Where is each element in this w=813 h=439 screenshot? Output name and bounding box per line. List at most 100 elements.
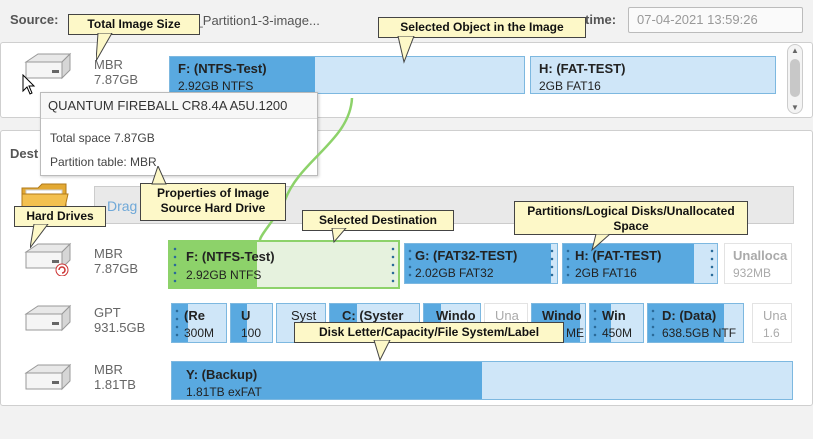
resize-handle-right[interactable] <box>391 245 395 284</box>
resize-handle-right[interactable] <box>710 247 714 280</box>
callout-partitions: Partitions/Logical Disks/Unallocated Spa… <box>514 201 748 235</box>
used-space-bar <box>231 304 248 342</box>
resize-handle-left[interactable] <box>408 247 412 280</box>
partition-info: 2.02GB FAT32 <box>415 266 494 280</box>
disk-type: GPT <box>94 305 121 320</box>
partition-info: 300M <box>184 326 215 340</box>
callout-pointer <box>331 228 347 244</box>
callout-disk-letter: Disk Letter/Capacity/File System/Label <box>294 322 564 343</box>
partition-info: ME <box>566 326 584 340</box>
tooltip-total-space: Total space 7.87GB <box>50 131 155 145</box>
gpt-partition-u[interactable]: U 100 <box>230 303 273 343</box>
callout-pointer <box>96 33 113 62</box>
used-space-bar <box>405 244 551 283</box>
partition-info: 932MB <box>733 266 772 280</box>
partition-name: C: (Syster <box>342 308 404 323</box>
callout-pointer <box>397 36 415 64</box>
partition-name: F: (NTFS-Test) <box>186 249 275 264</box>
scroll-down-icon[interactable]: ▼ <box>791 103 799 112</box>
partition-name: Windo <box>542 308 582 323</box>
used-space-bar <box>172 362 482 399</box>
partition-name: Win <box>602 308 626 323</box>
dest-partition-y[interactable]: Y: (Backup) 1.81TB exFAT <box>171 361 793 400</box>
dest-partition-g[interactable]: G: (FAT32-TEST) 2.02GB FAT32 <box>404 243 558 284</box>
dest-partition-f-selected[interactable]: F: (NTFS-Test) 2.92GB NTFS <box>168 240 400 289</box>
dest-disk-2-info: GPT 931.5GB <box>94 305 145 335</box>
callout-pointer <box>591 234 611 252</box>
source-disk-size: 7.87GB <box>94 72 139 87</box>
tooltip-partition-table: Partition table: MBR <box>50 155 157 169</box>
partition-info: 100 <box>241 326 262 340</box>
resize-handle-left[interactable] <box>566 247 570 280</box>
gpt-partition-win[interactable]: Win 450M <box>589 303 644 343</box>
used-space-bar <box>648 304 724 342</box>
disk-type: MBR <box>94 246 123 261</box>
dest-label: Dest <box>10 146 39 161</box>
source-label: Source: <box>10 12 59 27</box>
source-partition-h[interactable]: H: (FAT-TEST) 2GB FAT16 <box>530 56 776 94</box>
partition-info: 2GB FAT16 <box>575 266 637 280</box>
partition-info: 450M <box>602 326 633 340</box>
source-partition-f[interactable]: F: (NTFS-Test) 2.92GB NTFS <box>169 56 525 94</box>
callout-pointer <box>30 224 49 249</box>
gpt-partition-recovery[interactable]: (Re 300M <box>171 303 227 343</box>
dest-partition-h[interactable]: H: (FAT-TEST) 2GB FAT16 <box>562 243 718 284</box>
tooltip-header <box>41 93 317 119</box>
partition-info: 2.92GB NTFS <box>186 268 262 282</box>
hard-drive-icon[interactable] <box>20 52 74 86</box>
resize-handle-left[interactable] <box>173 245 177 284</box>
disk-size: 7.87GB <box>94 261 139 276</box>
callout-selected-object: Selected Object in the Image <box>378 17 586 38</box>
disk-size: 1.81TB <box>94 377 136 392</box>
partition-name: G: (FAT32-TEST) <box>415 248 518 263</box>
callout-hard-drives: Hard Drives <box>14 206 106 227</box>
callout-total-image-size: Total Image Size <box>68 14 200 35</box>
resize-handle-left[interactable] <box>175 307 179 339</box>
hard-drive-icon[interactable] <box>20 242 74 276</box>
scroll-up-icon[interactable]: ▲ <box>791 46 799 55</box>
disk-size: 931.5GB <box>94 320 146 335</box>
partition-info: 638.5GB NTF <box>662 326 737 340</box>
partition-name: U <box>241 308 251 323</box>
partition-info: 1.6 <box>763 326 780 340</box>
partition-info: 2.92GB NTFS <box>178 79 254 93</box>
partition-name: Una <box>495 308 519 323</box>
partition-name: F: (NTFS-Test) <box>178 61 267 76</box>
used-space-bar <box>170 242 257 287</box>
used-space-bar <box>170 57 316 93</box>
partition-info: 2GB FAT16 <box>539 79 601 93</box>
source-disk-type: MBR <box>94 57 123 72</box>
dest-unallocated-1[interactable]: Unalloca 932MB <box>724 243 792 284</box>
resize-handle-left[interactable] <box>651 307 655 339</box>
scrollbar-thumb[interactable] <box>790 59 800 97</box>
callout-properties: Properties of Image Source Hard Drive <box>140 183 286 221</box>
dest-disk-3-info: MBR 1.81TB <box>94 362 136 392</box>
resize-handle-right[interactable] <box>550 247 554 280</box>
tooltip-title: QUANTUM FIREBALL CR8.4A A5U.1200 <box>48 98 288 113</box>
backup-time-field[interactable]: 07-04-2021 13:59:26 <box>628 7 803 33</box>
disk-type: MBR <box>94 362 123 377</box>
partition-name: H: (FAT-TEST) <box>575 248 662 263</box>
partition-name: Unalloca <box>733 248 788 263</box>
partition-name: Una <box>763 308 787 323</box>
gpt-partition-d[interactable]: D: (Data) 638.5GB NTF <box>647 303 744 343</box>
partition-name: (Re <box>184 308 205 323</box>
drag-hint: Drag <box>107 198 138 214</box>
hard-drive-icon[interactable] <box>20 363 74 397</box>
callout-selected-destination: Selected Destination <box>302 210 454 231</box>
time-label: time: <box>585 12 617 27</box>
partition-name: Y: (Backup) <box>186 367 258 382</box>
used-space-bar <box>563 244 694 283</box>
mouse-cursor-icon <box>22 74 36 95</box>
hard-drive-icon[interactable] <box>20 304 74 338</box>
partition-name: H: (FAT-TEST) <box>539 61 626 76</box>
gpt-unallocated-2[interactable]: Una 1.6 <box>752 303 792 343</box>
partition-name: Syst <box>291 308 317 323</box>
source-disk-info: MBR 7.87GB <box>94 57 138 87</box>
partition-name: Windo <box>436 308 476 323</box>
source-scrollbar[interactable]: ▲ ▼ <box>787 44 803 114</box>
partition-name: D: (Data) <box>662 308 717 323</box>
callout-pointer <box>373 340 391 362</box>
dest-disk-1-info: MBR 7.87GB <box>94 246 138 276</box>
resize-handle-left[interactable] <box>593 307 597 339</box>
